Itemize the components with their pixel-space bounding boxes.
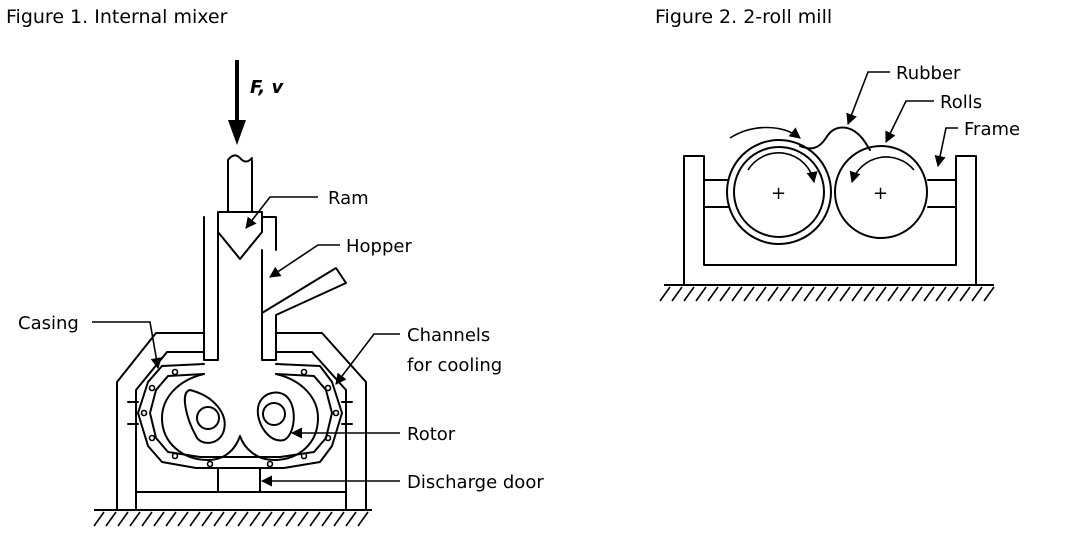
figure-2-title: Figure 2. 2-roll mill [655,6,833,28]
roll-right-center: + [873,183,888,204]
channels-label-line1: Channels [407,325,490,346]
cooling-channels [140,368,340,468]
frame-leader [934,127,958,168]
casing-leader [92,321,162,370]
ground-fig2 [659,284,995,302]
discharge-door-label: Discharge door [407,472,544,493]
force-arrow [228,60,246,145]
ram-leader [245,196,318,229]
roll-left [726,139,832,245]
rolls-leader [885,100,934,144]
casing-inner [149,373,333,458]
rotor-left [183,389,226,444]
rubber-leader [846,71,890,126]
two-roll-mill-diagram: + + Rubber Rolls Frame [659,63,1020,302]
chute-wall-left [203,216,219,361]
rotor-label: Rotor [407,424,456,445]
casing-shell [137,363,343,469]
chute-wall-right-upper [261,216,277,251]
inner-housing [135,351,347,511]
rubber-band [799,126,871,151]
hopper-leader [269,244,340,278]
rotation-arrow [729,126,801,139]
discharge-door [217,467,261,493]
ground-fig1 [93,509,372,527]
mixing-chamber [161,373,319,461]
rubber-label: Rubber [896,63,961,84]
ram-rod [227,154,253,213]
side-flanges [127,401,353,425]
roll-right [834,145,928,239]
ram-label: Ram [328,188,369,209]
frame-label: Frame [964,119,1020,140]
rolls-label: Rolls [940,92,982,113]
casing-label: Casing [18,313,79,334]
force-velocity-label: F, v [250,77,284,98]
channels-leader [335,333,400,385]
frame [683,155,977,286]
axle-right [927,179,957,208]
axle-left [703,179,730,208]
figure-1-title: Figure 1. Internal mixer [6,6,228,28]
hopper-label: Hopper [346,236,412,257]
hopper [261,249,347,361]
internal-mixer-diagram: F, v [18,60,544,527]
roll-left-center: + [771,183,786,204]
outer-housing [116,332,367,511]
channels-label-line2: for cooling [407,355,502,376]
rotor-right [256,391,295,442]
ram-head [217,211,263,260]
